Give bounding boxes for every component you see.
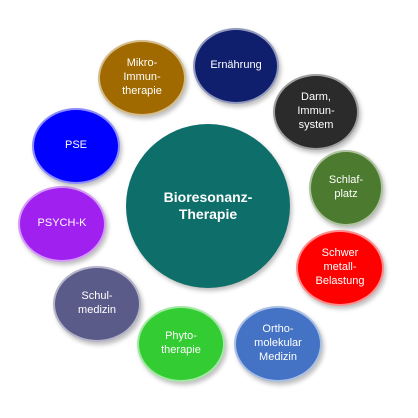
- circle-darm-immunsystem: Darm, Immun- system: [273, 74, 359, 150]
- circle-ernaehrung: Ernährung: [193, 28, 279, 104]
- circle-schwermetall-belastung: Schwer metall- Belastung: [296, 230, 384, 306]
- circle-psych-k: PSYCH-K: [18, 186, 106, 262]
- circle-label: Schul- medizin: [78, 290, 116, 316]
- circle-schulmedizin: Schul- medizin: [53, 266, 141, 342]
- circle-orthomolekular-medizin: Ortho- molekular Medizin: [234, 306, 322, 382]
- circle-schlafplatz: Schlaf- platz: [309, 150, 383, 226]
- circle-mikro-immuntherapie: Mikro- Immun- therapie: [98, 40, 186, 116]
- circle-label: PSYCH-K: [37, 217, 87, 230]
- circle-label: Schlaf- platz: [328, 174, 364, 200]
- center-circle-bioresonanz: Bioresonanz- Therapie: [126, 124, 290, 288]
- circle-label: Mikro- Immun- therapie: [122, 57, 162, 97]
- circle-pse: PSE: [32, 108, 120, 184]
- circle-label: Darm, Immun- system: [297, 91, 335, 131]
- circle-label: Ernährung: [210, 59, 262, 72]
- circle-label: Schwer metall- Belastung: [315, 247, 365, 287]
- circle-label: Ortho- molekular Medizin: [254, 323, 302, 363]
- circle-label: PSE: [64, 139, 87, 152]
- circle-phytotherapie: Phyto- therapie: [137, 306, 225, 382]
- circle-label: Phyto- therapie: [161, 330, 201, 356]
- center-label: Bioresonanz- Therapie: [163, 188, 253, 223]
